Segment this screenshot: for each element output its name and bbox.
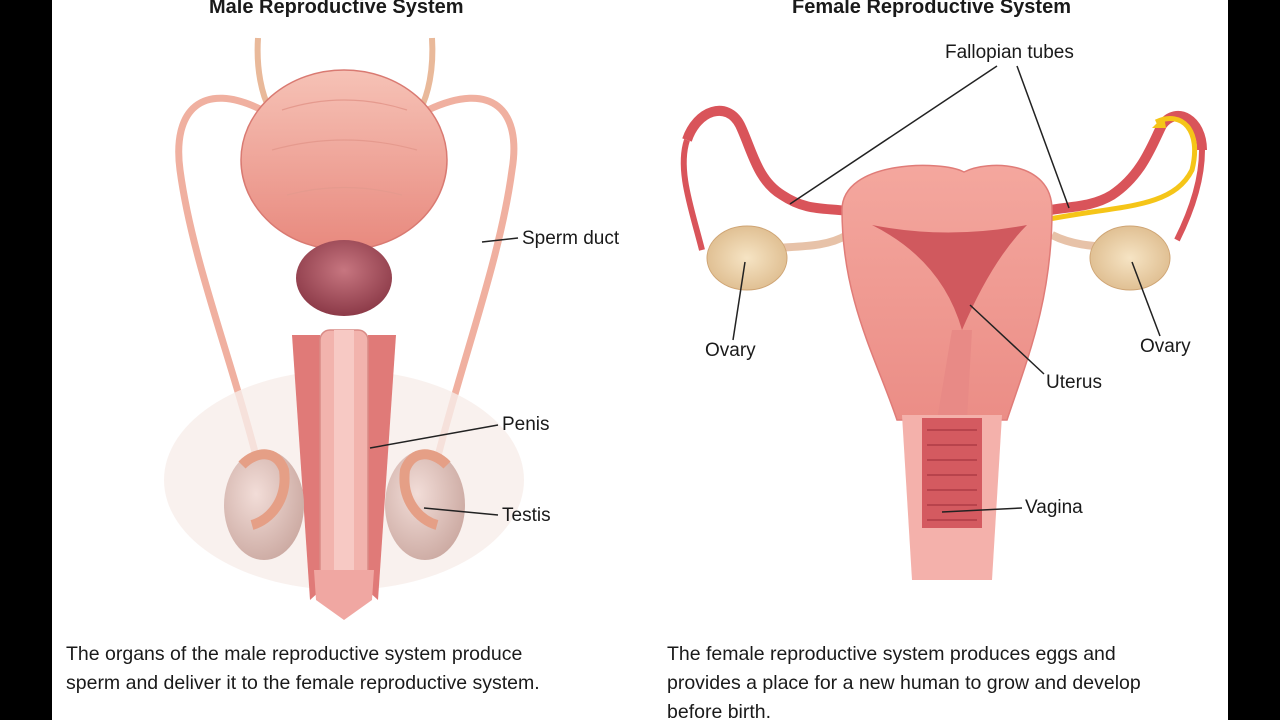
female-caption-line3: before birth. [667,701,772,720]
label-testis: Testis [502,505,551,526]
label-uterus: Uterus [1046,372,1102,393]
male-title: Male Reproductive System [209,0,464,18]
diagram-illustration [164,37,1207,620]
label-sperm-duct: Sperm duct [522,228,620,249]
leader-ovary-left [732,261,746,341]
female-caption-line1: The female reproductive system produces … [667,643,1116,665]
leader-sperm-duct [481,237,519,243]
leader-fallopian-left [789,65,998,205]
leader-uterus [969,304,1045,375]
bladder [240,69,448,251]
fallopian-tube-left [682,105,869,220]
fallopian-tube-right [1025,110,1207,220]
label-ovary-left: Ovary [705,340,756,361]
label-vagina: Vagina [1025,497,1083,518]
male-caption: The organs of the male reproductive syst… [66,640,540,698]
label-ovary-right: Ovary [1140,336,1191,357]
diagram-panel: Male Reproductive System Female Reproduc… [52,0,1228,720]
female-caption-line2: provides a place for a new human to grow… [667,672,1141,694]
female-caption: The female reproductive system produces … [667,640,1141,720]
testis-right [385,450,465,560]
male-caption-line2: sperm and deliver it to the female repro… [66,672,540,694]
testis-left [224,450,304,560]
sperm-duct-right [426,94,518,461]
leader-vagina [941,507,1023,513]
female-title: Female Reproductive System [792,0,1071,18]
female-illustration [680,65,1207,580]
prostate [296,240,392,316]
sperm-duct-left [175,94,264,461]
ureter-right [417,37,436,112]
leader-fallopian-right [1016,65,1070,209]
male-caption-line1: The organs of the male reproductive syst… [66,643,523,665]
ovary-left [706,225,788,291]
ovary-right [1089,225,1171,291]
label-fallopian-tubes: Fallopian tubes [945,42,1074,63]
leader-testis [423,507,499,516]
male-illustration [164,37,524,620]
leader-penis [369,424,499,449]
leader-ovary-right [1131,261,1161,337]
label-penis: Penis [502,414,550,435]
